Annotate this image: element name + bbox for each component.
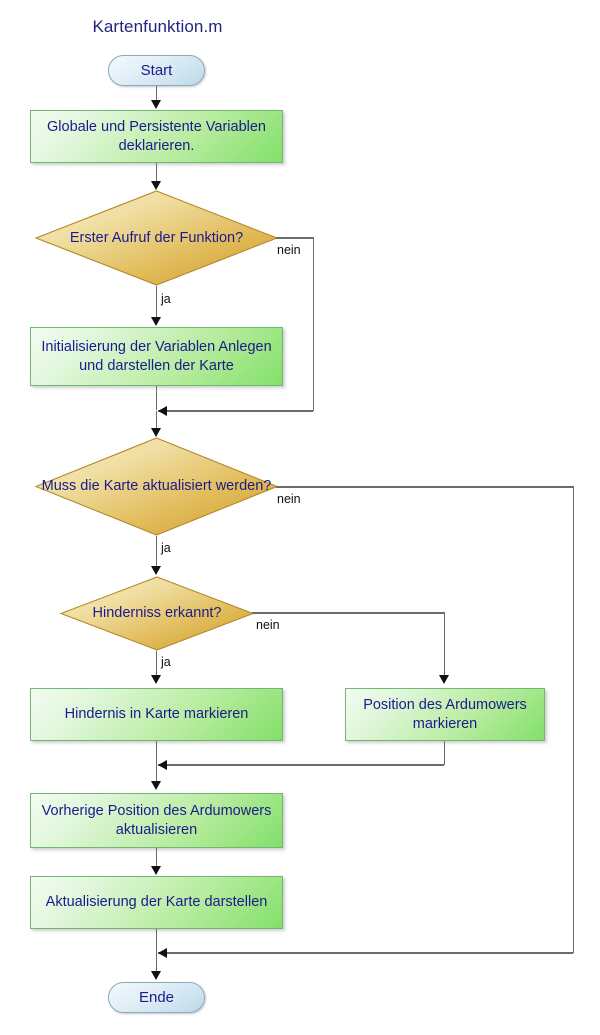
connector-obstacle-no-v [443, 612, 445, 677]
connector-updateprev-to-render [156, 848, 158, 868]
arrowhead-declare-vars-in [151, 100, 162, 109]
node-mark-position-label: Position des Ardumowers markieren [363, 696, 527, 732]
edge-label-firstcall-ja: ja [161, 292, 171, 306]
connector-mustupdate-no-v [572, 486, 574, 954]
arrowhead-markposition-join [158, 759, 167, 770]
node-end[interactable]: Ende [108, 982, 205, 1013]
edge-label-mustupdate-ja: ja [161, 541, 171, 555]
connector-mustupdate-no-h2 [158, 952, 573, 954]
edge-label-firstcall-nein: nein [277, 243, 301, 257]
connector-mustupdate-yes-v [156, 536, 158, 568]
connector-obstacle-no-h [252, 612, 444, 614]
connector-firstcall-no-h2 [158, 410, 313, 412]
connector-obstacle-yes-v [156, 651, 158, 677]
arrowhead-render-in [151, 866, 162, 875]
diamond-shape-obstacle [59, 576, 255, 651]
node-declare-variables-label: Globale und Persistente Variablen deklar… [47, 118, 266, 154]
connector-start-to-declare [156, 86, 158, 102]
node-init-variables[interactable]: Initialisierung der Variablen Anlegen un… [30, 327, 283, 386]
edge-label-obstacle-ja: ja [161, 655, 171, 669]
node-end-label: Ende [138, 989, 175, 1006]
connector-markposition-out-v [443, 741, 445, 765]
connector-mustupdate-no-h1 [276, 486, 574, 488]
connector-firstcall-no-h1 [276, 237, 314, 239]
node-mark-obstacle[interactable]: Hindernis in Karte markieren [30, 688, 283, 741]
node-declare-variables[interactable]: Globale und Persistente Variablen deklar… [30, 110, 283, 163]
node-render-map[interactable]: Aktualisierung der Karte darstellen [30, 876, 283, 929]
node-decision-first-call[interactable]: Erster Aufruf der Funktion? [34, 190, 279, 286]
connector-declare-to-firstcall [156, 163, 158, 183]
node-update-previous-position-label: Vorherige Position des Ardumowers aktual… [41, 802, 272, 838]
edge-label-obstacle-nein: nein [256, 618, 280, 632]
node-decision-must-update[interactable]: Muss die Karte aktualisiert werden? [34, 437, 279, 536]
arrowhead-obstacle-in [151, 566, 162, 575]
page-title: Kartenfunktion.m [92, 17, 223, 36]
node-start-label: Start [140, 62, 173, 79]
node-render-map-label: Aktualisierung der Karte darstellen [45, 894, 268, 911]
arrowhead-init-in [151, 317, 162, 326]
arrowhead-mustupdate-in [151, 428, 162, 437]
arrowhead-markobstacle-in [151, 675, 162, 684]
node-decision-obstacle[interactable]: Hinderniss erkannt? [59, 576, 255, 651]
connector-join-to-updateprev [156, 764, 158, 783]
diamond-shape-first-call [34, 190, 279, 286]
diamond-shape-must-update [34, 437, 279, 536]
connector-join-to-mustupdate [156, 411, 158, 429]
connector-firstcall-yes-v [156, 286, 158, 319]
node-start[interactable]: Start [108, 55, 205, 86]
node-mark-obstacle-label: Hindernis in Karte markieren [64, 706, 249, 723]
connector-markposition-out-h [158, 764, 444, 766]
arrowhead-mustupdate-no-join [158, 947, 167, 958]
arrowhead-markposition-in [439, 675, 450, 684]
connector-render-to-join [156, 929, 158, 952]
arrowhead-updateprev-in [151, 781, 162, 790]
node-mark-position[interactable]: Position des Ardumowers markieren [345, 688, 545, 741]
node-init-variables-label: Initialisierung der Variablen Anlegen un… [41, 338, 272, 374]
edge-label-mustupdate-nein: nein [277, 492, 301, 506]
connector-firstcall-no-v [312, 237, 314, 412]
connector-init-to-join [156, 386, 158, 410]
arrowhead-firstcall-no-join [158, 405, 167, 416]
arrowhead-firstcall-in [151, 181, 162, 190]
connector-markobstacle-to-join [156, 741, 158, 764]
connector-join-to-end [156, 952, 158, 972]
node-update-previous-position[interactable]: Vorherige Position des Ardumowers aktual… [30, 793, 283, 848]
arrowhead-end-in [151, 971, 162, 980]
